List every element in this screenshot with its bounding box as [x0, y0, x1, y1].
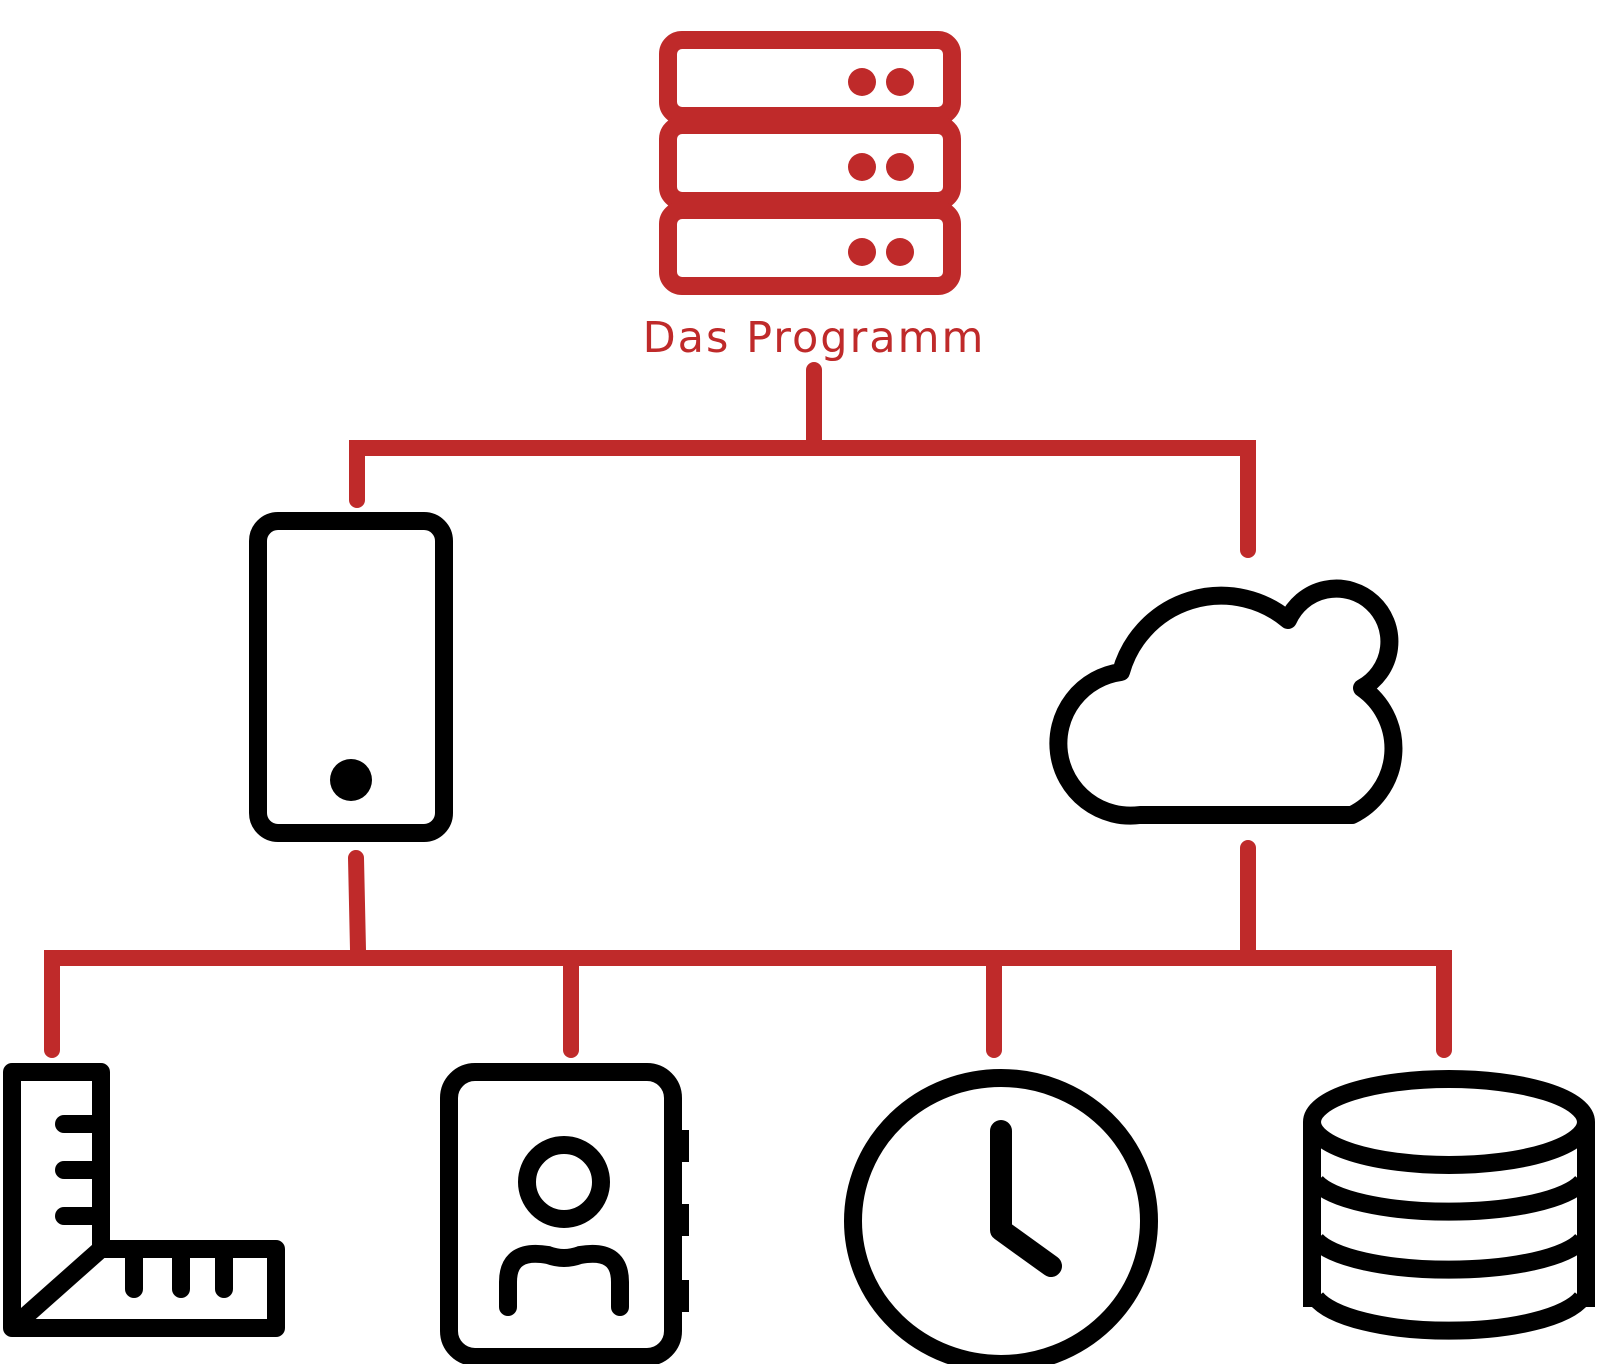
server-stack-icon — [659, 31, 961, 295]
contact-book-icon — [440, 1063, 689, 1364]
clock-icon — [844, 1069, 1158, 1364]
connector-level2-bar — [44, 950, 1452, 1058]
connector-level1-bar — [349, 440, 1256, 558]
connector-phone-down — [348, 850, 366, 958]
cloud-icon — [1049, 579, 1403, 825]
ruler-set-square-icon — [3, 1063, 285, 1337]
database-icon — [1303, 1070, 1595, 1340]
connector-lines — [44, 362, 1452, 1058]
smartphone-icon — [249, 512, 453, 842]
root-label: Das Programm — [643, 313, 986, 363]
